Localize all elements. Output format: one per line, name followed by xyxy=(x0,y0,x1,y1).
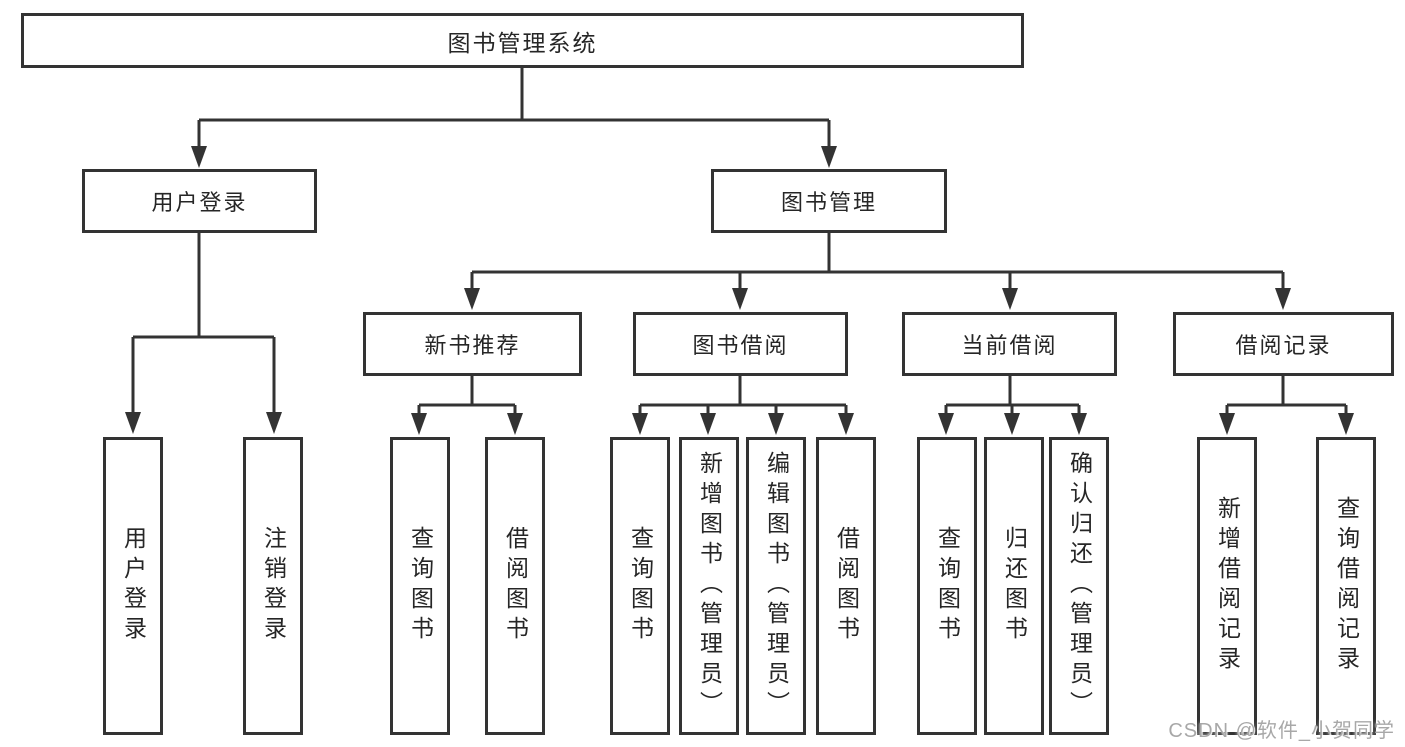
leaf-logout: 注销登录 xyxy=(243,437,303,735)
leaf-logout-label: 注销登录 xyxy=(260,526,287,646)
leaf-add-books-admin: 新增图书（管理员） xyxy=(679,437,739,735)
leaf-borrowing-borrow-books: 借阅图书 xyxy=(816,437,876,735)
leaf-return-books-label: 归还图书 xyxy=(1001,526,1028,646)
node-borrow-records: 借阅记录 xyxy=(1173,312,1394,376)
leaf-recommend-borrow-books-label: 借阅图书 xyxy=(502,526,529,646)
node-user-login-label: 用户登录 xyxy=(151,190,248,215)
node-book-borrowing-label: 图书借阅 xyxy=(692,333,789,358)
node-book-borrowing: 图书借阅 xyxy=(633,312,848,376)
node-book-management-label: 图书管理 xyxy=(780,190,877,215)
watermark: CSDN @软件_小贺同学 xyxy=(1168,720,1395,742)
leaf-current-query-books-label: 查询图书 xyxy=(934,526,961,646)
leaf-user-login-label: 用户登录 xyxy=(120,526,147,646)
leaf-borrowing-borrow-books-label: 借阅图书 xyxy=(833,526,860,646)
leaf-add-borrow-record: 新增借阅记录 xyxy=(1197,437,1257,735)
node-root-label: 图书管理系统 xyxy=(447,29,598,56)
leaf-query-borrow-record: 查询借阅记录 xyxy=(1316,437,1376,735)
node-current-borrowing-label: 当前借阅 xyxy=(961,333,1058,358)
leaf-current-query-books: 查询图书 xyxy=(917,437,977,735)
leaf-user-login: 用户登录 xyxy=(103,437,163,735)
leaf-add-borrow-record-label: 新增借阅记录 xyxy=(1214,496,1241,676)
leaf-query-borrow-record-label: 查询借阅记录 xyxy=(1333,496,1360,676)
leaf-borrowing-query-books-label: 查询图书 xyxy=(627,526,654,646)
leaf-recommend-borrow-books: 借阅图书 xyxy=(485,437,545,735)
leaf-add-books-admin-label: 新增图书（管理员） xyxy=(696,451,723,721)
leaf-edit-books-admin: 编辑图书（管理员） xyxy=(746,437,806,735)
leaf-edit-books-admin-label: 编辑图书（管理员） xyxy=(763,451,790,721)
node-root: 图书管理系统 xyxy=(21,13,1024,68)
node-borrow-records-label: 借阅记录 xyxy=(1235,333,1332,358)
node-book-management: 图书管理 xyxy=(711,169,947,233)
leaf-confirm-return-admin-label: 确认归还（管理员） xyxy=(1066,451,1093,721)
leaf-recommend-query-books-label: 查询图书 xyxy=(407,526,434,646)
node-current-borrowing: 当前借阅 xyxy=(902,312,1117,376)
leaf-confirm-return-admin: 确认归还（管理员） xyxy=(1049,437,1109,735)
node-new-book-recommend-label: 新书推荐 xyxy=(424,333,521,358)
node-new-book-recommend: 新书推荐 xyxy=(363,312,582,376)
node-user-login: 用户登录 xyxy=(82,169,317,233)
leaf-recommend-query-books: 查询图书 xyxy=(390,437,450,735)
leaf-borrowing-query-books: 查询图书 xyxy=(610,437,670,735)
leaf-return-books: 归还图书 xyxy=(984,437,1044,735)
